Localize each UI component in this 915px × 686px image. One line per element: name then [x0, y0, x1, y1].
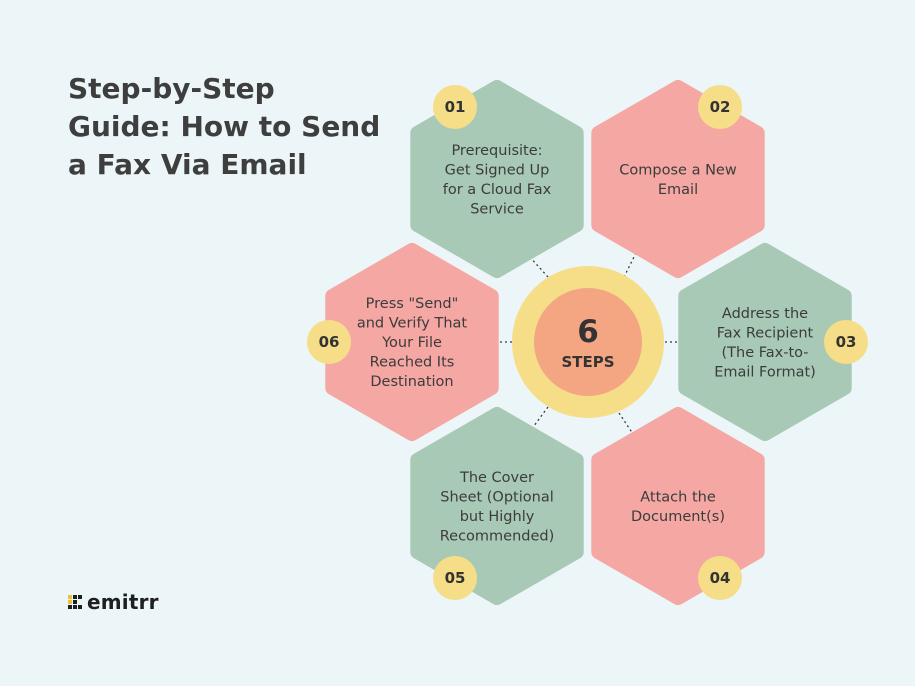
step-hexagon-04 [591, 407, 765, 605]
step-badge-number-04: 04 [710, 569, 731, 587]
step-badge-number-01: 01 [445, 98, 466, 116]
step-hexagon-06 [325, 243, 499, 441]
step-badge-number-03: 03 [836, 333, 857, 351]
center-circle: 6 STEPS [512, 266, 664, 418]
emitrr-logo-mark-icon [68, 595, 82, 609]
step-06-text-line: Press "Send" [366, 296, 459, 312]
step-01-text-line: Service [470, 201, 524, 217]
step-02-text-line: Compose a New [619, 162, 737, 178]
step-02-text-line: Email [658, 182, 698, 198]
step-05-text-line: The Cover [459, 470, 534, 486]
step-badge-number-02: 02 [710, 98, 731, 116]
step-06-text-line: Your File [381, 335, 442, 351]
step-05-text-line: Recommended) [440, 528, 555, 544]
step-badge-number-06: 06 [319, 333, 340, 351]
step-01-text-line: for a Cloud Fax [443, 182, 552, 198]
step-badge-01 [433, 85, 477, 129]
step-badge-03 [824, 320, 868, 364]
step-05-text-line: but Highly [460, 509, 535, 525]
logo-text: emitrr [87, 590, 159, 614]
step-badge-06 [307, 320, 351, 364]
step-06-text-line: Destination [370, 374, 453, 390]
step-badge-04 [698, 556, 742, 600]
step-03-text-line: Email Format) [714, 364, 816, 380]
center-number: 6 [577, 314, 599, 350]
step-03-text-line: (The Fax-to- [722, 345, 809, 361]
step-04-text-line: Attach the [640, 489, 716, 505]
step-05-text-line: Sheet (Optional [440, 489, 554, 505]
step-hexagon-02 [591, 80, 765, 278]
title-line-1: Step-by-Step [68, 72, 275, 105]
connector-02 [623, 250, 638, 278]
step-badge-number-05: 05 [445, 569, 466, 587]
title-line-3: a Fax Via Email [68, 148, 307, 181]
center-label: STEPS [561, 353, 614, 371]
step-06-text-line: and Verify That [357, 316, 468, 332]
step-badge-05 [433, 556, 477, 600]
step-hexagons: Prerequisite: Get Signed Up for a Cloud Fa… [307, 80, 868, 605]
emitrr-logo: emitrr [68, 590, 159, 614]
step-01-text-line: Prerequisite: [451, 143, 542, 159]
step-03-text-line: Fax Recipient [717, 325, 814, 341]
step-hexagon-01 [410, 80, 584, 278]
step-04-text-line: Document(s) [631, 509, 725, 525]
page-title: Step-by-Step Guide: How to Send a Fax Vi… [68, 70, 408, 184]
title-line-2: Guide: How to Send [68, 110, 381, 143]
connector-05 [527, 406, 549, 435]
step-06-text-line: Reached Its [370, 355, 455, 371]
step-01-text-line: Get Signed Up [445, 162, 550, 178]
step-03-text-line: Address the [722, 306, 808, 322]
step-hexagon-03 [678, 243, 852, 441]
step-hexagon-05 [410, 407, 584, 605]
center-core [534, 288, 642, 396]
step-badge-02 [698, 85, 742, 129]
